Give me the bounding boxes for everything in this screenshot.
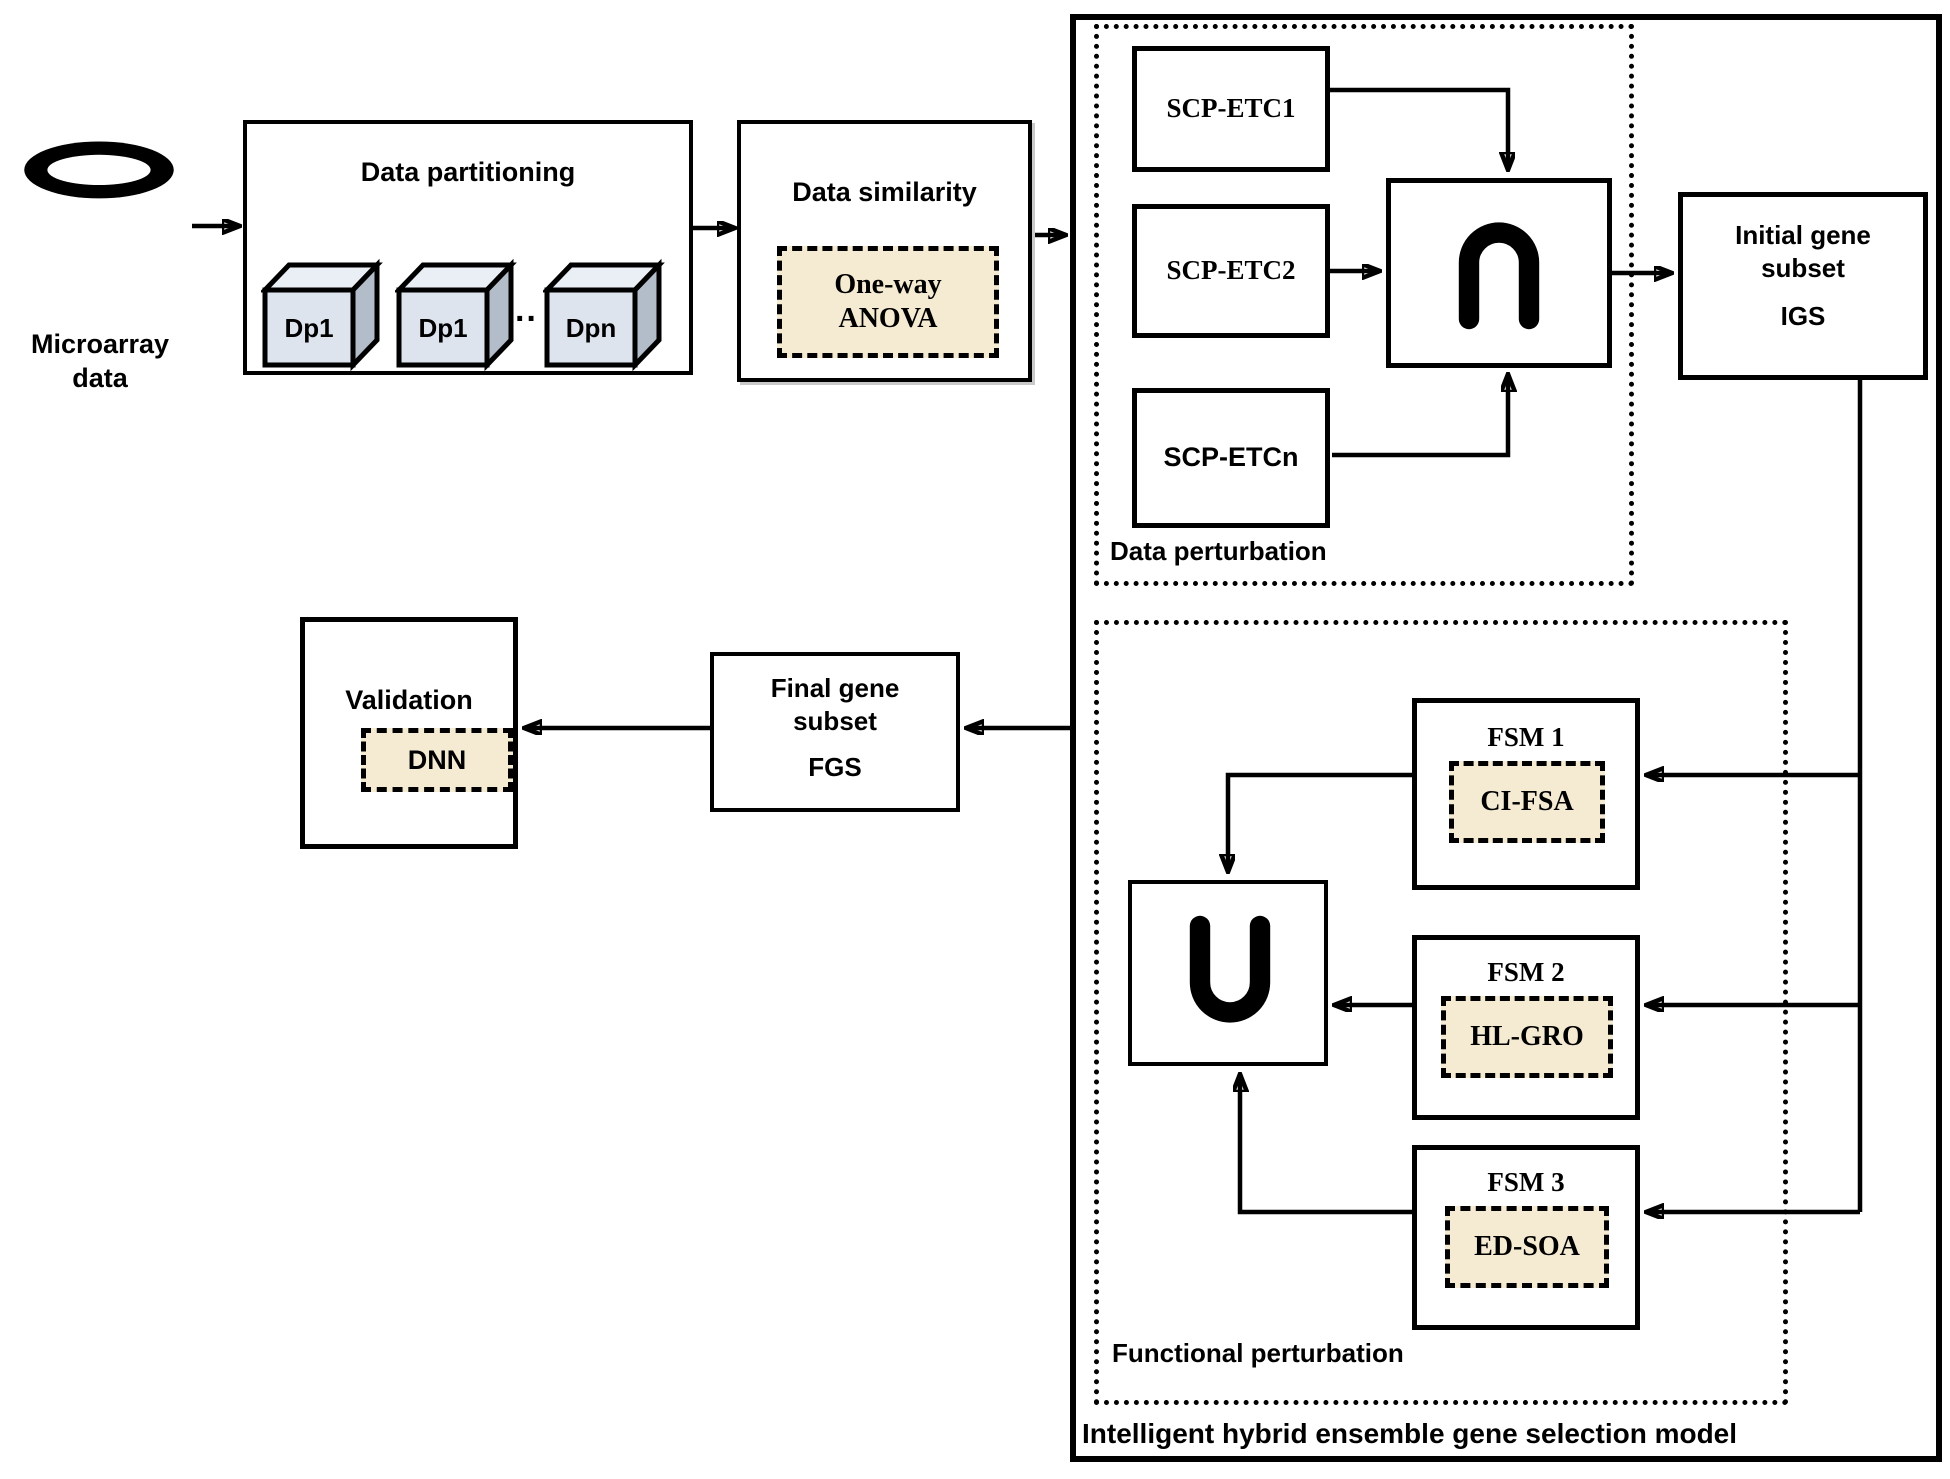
ci-fsa-box: CI-FSA bbox=[1449, 761, 1605, 843]
cube-dpn-icon: Dpn bbox=[543, 258, 665, 372]
validation-box: Validation DNN bbox=[300, 617, 518, 849]
fsm2-label: FSM 2 bbox=[1487, 957, 1565, 987]
cube-ellipsis: ·· bbox=[515, 300, 538, 338]
igs-abbr: IGS bbox=[1780, 301, 1826, 331]
validation-title: Validation bbox=[345, 685, 473, 715]
data-similarity-title: Data similarity bbox=[792, 177, 977, 207]
fsm2-box: FSM 2 HL-GRO bbox=[1412, 935, 1640, 1120]
microarray-label-line1: Microarray bbox=[30, 329, 170, 359]
functional-perturbation-box bbox=[1094, 620, 1788, 1405]
dnn-box: DNN bbox=[361, 728, 513, 792]
union-icon bbox=[1189, 915, 1271, 1023]
union-box bbox=[1128, 880, 1328, 1066]
microarray-label-line2: data bbox=[72, 362, 128, 393]
igs-box: Initial gene subset IGS bbox=[1678, 192, 1928, 380]
fsm3-box: FSM 3 ED-SOA bbox=[1412, 1145, 1640, 1330]
microarray-label: Microarray data bbox=[0, 328, 200, 396]
data-partitioning-box: Data partitioning Dp1 Dp1 ·· Dpn bbox=[243, 120, 693, 375]
cube-dp1a-label: Dp1 bbox=[284, 313, 333, 343]
data-perturbation-label: Data perturbation bbox=[1110, 536, 1327, 566]
ed-soa-label: ED-SOA bbox=[1474, 1231, 1580, 1263]
fgs-abbr: FGS bbox=[808, 752, 862, 782]
scp-etcn-box: SCP-ETCn bbox=[1132, 388, 1330, 528]
dnn-label: DNN bbox=[407, 744, 467, 775]
arrow-scpetc1-to-intersection bbox=[1330, 87, 1508, 168]
oneway-anova-box: One-way ANOVA bbox=[777, 246, 999, 358]
cube-dp1b-icon: Dp1 bbox=[395, 258, 517, 372]
fsm1-box: FSM 1 CI-FSA bbox=[1412, 698, 1640, 890]
fgs-box: Final gene subset FGS bbox=[710, 652, 960, 812]
scp-etc2-box: SCP-ETC2 bbox=[1132, 204, 1330, 338]
fgs-line1: Final gene bbox=[770, 673, 900, 703]
anova-line2: ANOVA bbox=[838, 303, 938, 334]
hl-gro-box: HL-GRO bbox=[1441, 996, 1613, 1078]
database-icon bbox=[17, 141, 181, 295]
fsm1-label: FSM 1 bbox=[1487, 722, 1565, 752]
arrow-fsm3-to-union bbox=[1240, 1076, 1412, 1215]
cube-dp1a-icon: Dp1 bbox=[261, 258, 383, 372]
scp-etc1-box: SCP-ETC1 bbox=[1132, 46, 1330, 172]
functional-perturbation-label: Functional perturbation bbox=[1112, 1338, 1404, 1368]
arrow-scpetcn-to-intersection bbox=[1332, 376, 1508, 458]
igs-line1: Initial gene bbox=[1735, 220, 1871, 250]
hybrid-model-box bbox=[1070, 14, 1942, 1462]
igs-line2: subset bbox=[1761, 252, 1845, 283]
scp-etc2-label: SCP-ETC2 bbox=[1166, 255, 1296, 286]
hybrid-model-label: Intelligent hybrid ensemble gene selecti… bbox=[1082, 1418, 1738, 1449]
fsm3-label: FSM 3 bbox=[1487, 1167, 1565, 1197]
cube-dpn-label: Dpn bbox=[566, 313, 617, 343]
ci-fsa-label: CI-FSA bbox=[1480, 786, 1574, 818]
scp-etc1-label: SCP-ETC1 bbox=[1166, 93, 1296, 124]
fgs-line2: subset bbox=[793, 705, 877, 736]
data-similarity-box: Data similarity One-way ANOVA bbox=[737, 120, 1032, 382]
intersection-icon bbox=[1458, 222, 1540, 330]
intersection-box bbox=[1386, 178, 1612, 368]
anova-line1: One-way bbox=[834, 269, 942, 301]
arrow-fsm1-to-union bbox=[1228, 772, 1412, 870]
scp-etcn-label: SCP-ETCn bbox=[1163, 442, 1299, 473]
cube-dp1b-label: Dp1 bbox=[418, 313, 467, 343]
ed-soa-box: ED-SOA bbox=[1445, 1206, 1609, 1288]
hl-gro-label: HL-GRO bbox=[1470, 1021, 1584, 1053]
data-perturbation-box bbox=[1094, 24, 1634, 586]
data-partitioning-title: Data partitioning bbox=[360, 157, 576, 187]
